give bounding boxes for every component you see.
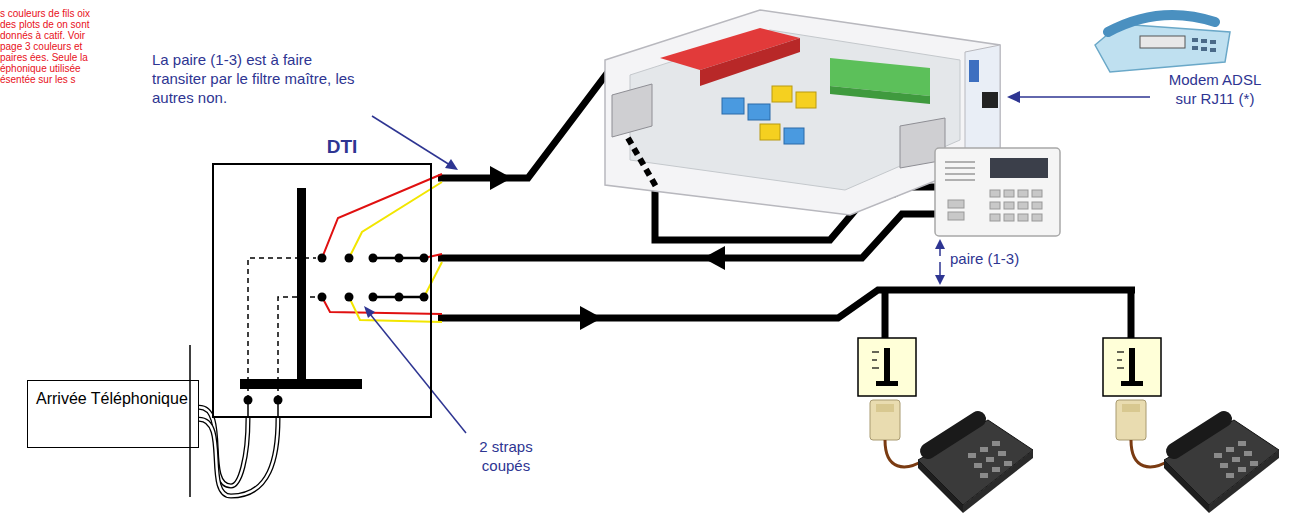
distribution-box: DTI [212,163,432,418]
callout-text: La paire (1-3) est à faire transiter par… [152,50,357,107]
cable-connector [199,407,278,496]
box-heading: DTI [214,137,430,157]
leader-arrows [364,91,1150,433]
alarm-keypad [935,148,1060,236]
callout-text: 2 straps coupés [470,437,542,475]
pair-label: paire (1-3) [950,249,1019,268]
note-text: s couleurs de fils oix des plots de on s… [0,8,100,85]
wall-line [189,345,191,497]
wall-socket [858,338,916,396]
source-box: Arrivée Téléphonique [27,380,199,448]
callout-text: Modem ADSL sur RJ11 (*) [1160,70,1270,108]
wall-socket [1103,338,1161,396]
box-text: Arrivée Téléphonique [28,381,196,417]
dti-internals [240,174,442,418]
phone-adapter [1116,400,1170,467]
telephone [918,419,1033,513]
phone-fax-icon [1095,15,1230,72]
phone-adapter [870,400,924,467]
telephone [1164,419,1279,513]
